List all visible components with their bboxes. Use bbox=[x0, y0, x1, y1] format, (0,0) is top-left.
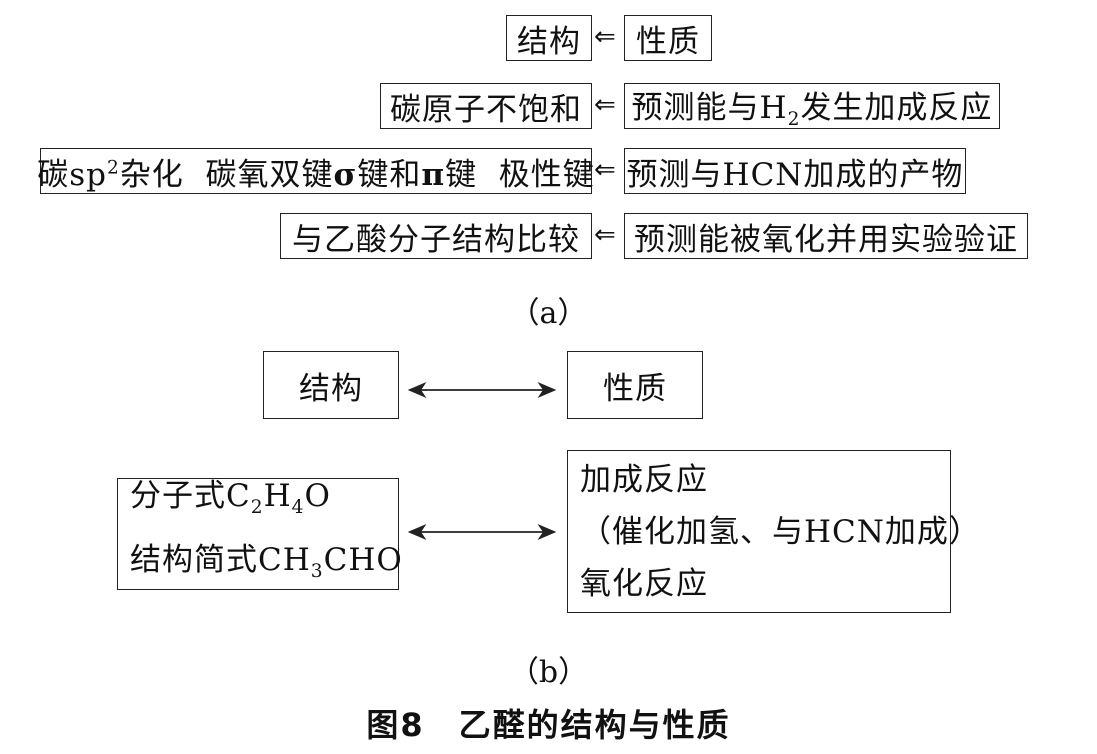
b-oxidation-reaction: 氧化反应 bbox=[580, 565, 708, 602]
a-row1-arrow: ⇐ bbox=[594, 22, 616, 52]
b-formula-box: 分子式C2H4O 结构简式CH3CHO bbox=[117, 478, 402, 590]
b-structure-box: 结构 bbox=[263, 351, 399, 419]
label-a: （a） bbox=[509, 296, 588, 331]
b-addition-reaction: 加成反应 bbox=[580, 461, 708, 498]
b-reactions-box: 加成反应 （催化加氢、与HCN加成） 氧化反应 bbox=[567, 450, 980, 613]
a-row1-left-text: 结构 bbox=[517, 23, 581, 60]
a-row2-left-box: 碳原子不饱和 bbox=[380, 83, 592, 129]
a-row3-arrow: ⇐ bbox=[594, 155, 616, 185]
a-row2-arrow: ⇐ bbox=[594, 90, 616, 120]
b-property-box: 性质 bbox=[567, 351, 703, 419]
a-row1-right-box: 性质 bbox=[624, 15, 712, 61]
b-addition-detail: （催化加氢、与HCN加成） bbox=[580, 513, 981, 550]
a-row4-right-box: 预测能被氧化并用实验验证 bbox=[624, 213, 1028, 259]
b-molecular-formula: 分子式C2H4O bbox=[130, 477, 331, 518]
a-row2-left-text: 碳原子不饱和 bbox=[390, 91, 582, 128]
a-row4-left-text: 与乙酸分子结构比较 bbox=[292, 221, 580, 258]
a-row4-arrow: ⇐ bbox=[594, 220, 616, 250]
a-row1-right-text: 性质 bbox=[636, 23, 700, 60]
b-top-arrowhead-left bbox=[407, 381, 427, 399]
a-row3-right-text: 预测与HCN加成的产物 bbox=[626, 156, 964, 193]
a-row1-left-box: 结构 bbox=[506, 15, 592, 61]
a-row4-left-box: 与乙酸分子结构比较 bbox=[280, 213, 592, 259]
a-row2-right-box: 预测能与H2发生加成反应 bbox=[624, 83, 1000, 131]
a-row3-left-text: 碳sp2杂化 碳氧双键σ键和π键 极性键 bbox=[37, 156, 595, 193]
b-bottom-arrowhead-left bbox=[407, 523, 427, 541]
figure-caption: 图8 乙醛的结构与性质 bbox=[366, 706, 731, 744]
a-row3-right-box: 预测与HCN加成的产物 bbox=[624, 148, 966, 194]
b-bottom-arrowhead-right bbox=[537, 523, 557, 541]
a-row3-left-box: 碳sp2杂化 碳氧双键σ键和π键 极性键 bbox=[37, 148, 595, 194]
a-row2-right-text: 预测能与H2发生加成反应 bbox=[631, 89, 993, 131]
label-b: （b） bbox=[508, 655, 589, 690]
a-row4-right-text: 预测能被氧化并用实验验证 bbox=[634, 221, 1018, 258]
b-top-arrowhead-right bbox=[537, 381, 557, 399]
b-property-text: 性质 bbox=[603, 370, 667, 407]
b-structural-formula: 结构简式CH3CHO bbox=[130, 542, 403, 583]
b-structure-text: 结构 bbox=[299, 370, 363, 407]
